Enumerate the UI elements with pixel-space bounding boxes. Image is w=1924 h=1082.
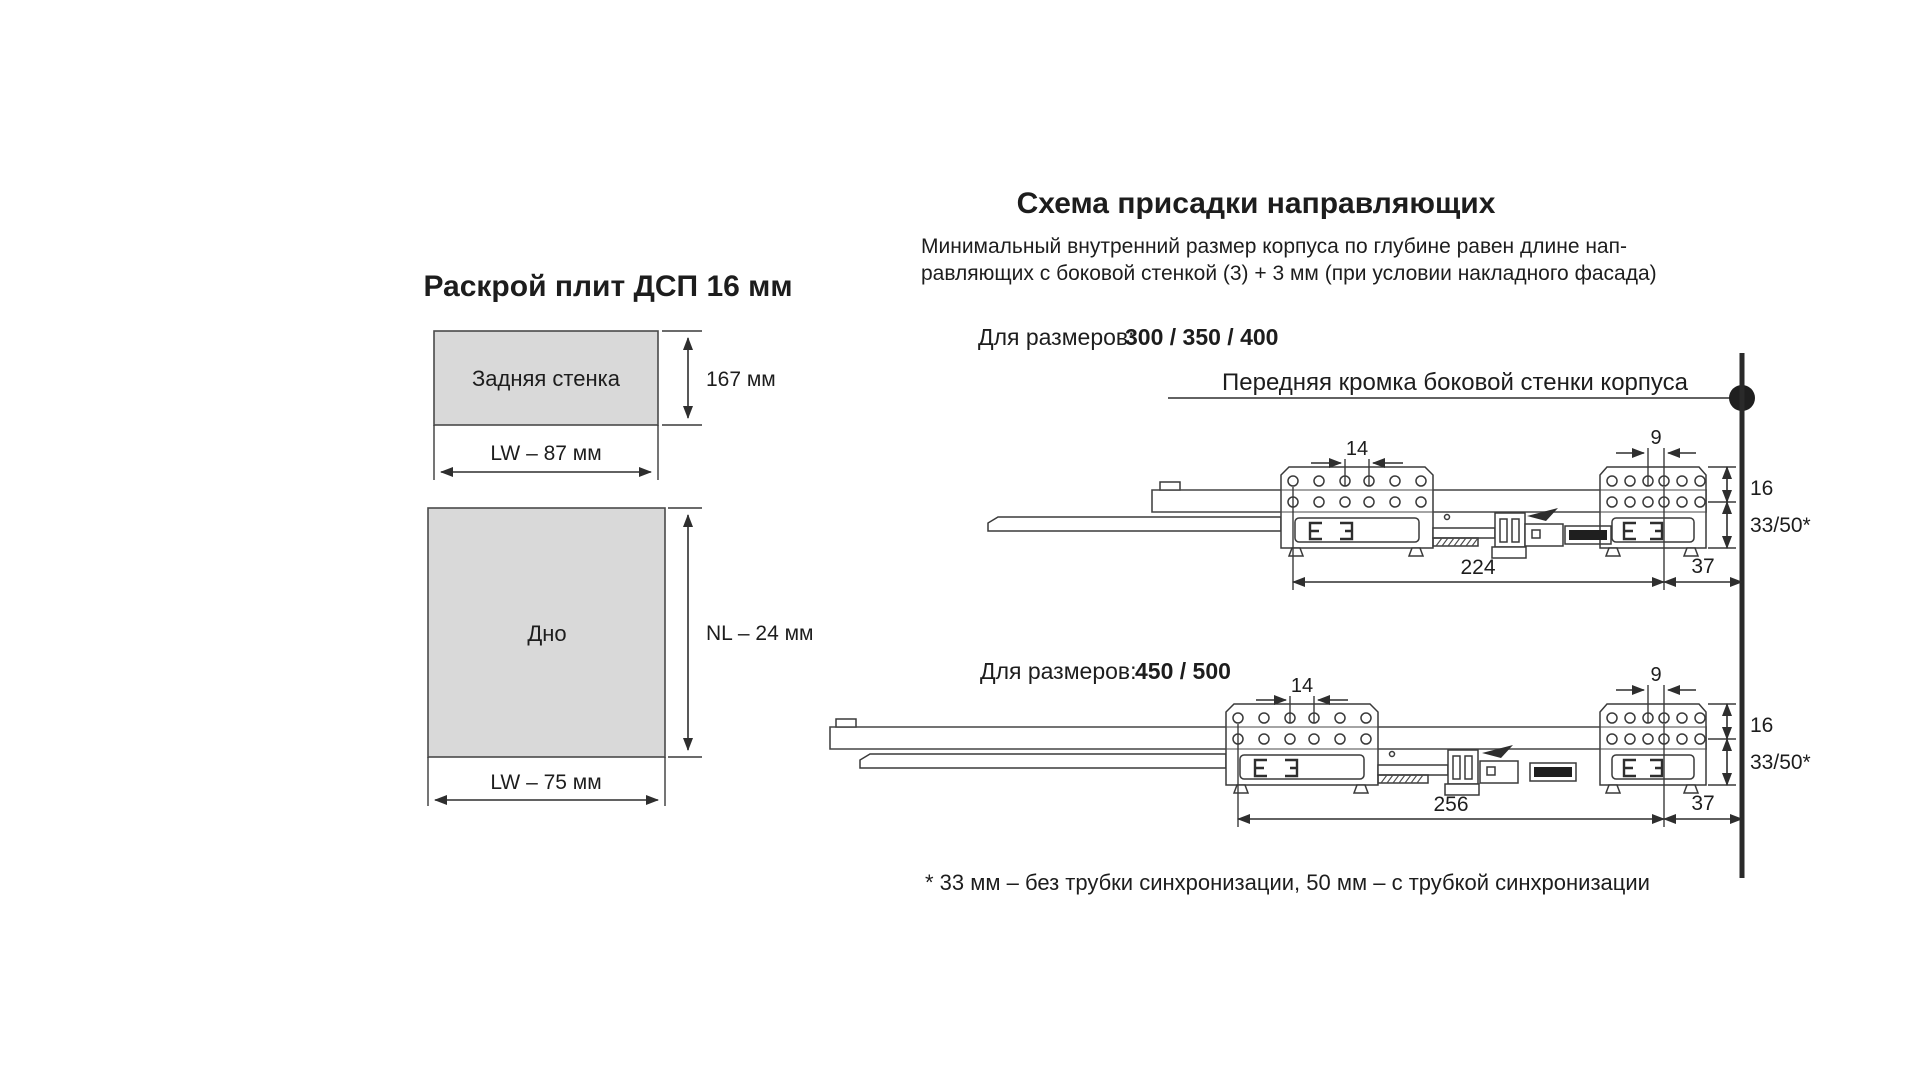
bottom-board-drawing: Дно NL – 24 мм LW – 75 мм: [427, 507, 813, 806]
rail-end-tab: [1159, 481, 1181, 491]
drill-holes: [1232, 712, 1706, 745]
hole-block-rear: [1280, 466, 1434, 549]
slide-drawing-small: 14 9 224 37: [987, 427, 1811, 590]
sizes-large-values: 450 / 500: [1135, 658, 1231, 684]
dim-33-50-label: 33/50*: [1750, 514, 1811, 537]
front-edge-label: Передняя кромка боковой стенки корпуса: [1222, 369, 1689, 396]
dim-vertical-offsets: 16 33/50*: [1708, 703, 1811, 786]
footnote: * 33 мм – без трубки синхронизации, 50 м…: [925, 870, 1650, 895]
dim-224-label: 224: [1460, 556, 1495, 579]
back-wall-width-dim: LW – 87 мм: [490, 442, 601, 465]
hole-block-front: [1599, 703, 1707, 786]
bottom-width-dim: LW – 75 мм: [490, 771, 601, 794]
sync-mechanism: [1432, 508, 1612, 559]
drawer-arm: [859, 753, 1227, 769]
brand-logo-box: [1529, 762, 1577, 782]
drilling-scheme-section: Схема присадки направляющих Минимальный …: [829, 187, 1811, 895]
dim-9-label: 9: [1650, 427, 1661, 449]
dim-14-label: 14: [1291, 675, 1313, 697]
dim-16-label: 16: [1750, 714, 1773, 737]
scheme-title: Схема присадки направляющих: [1017, 187, 1496, 220]
brand-logo-box: [1564, 525, 1612, 545]
latch-arrow: [1527, 508, 1558, 521]
dim-length-row: 224 37: [1292, 487, 1743, 590]
drawer-arm: [987, 516, 1282, 532]
dim-37-label: 37: [1691, 792, 1714, 815]
bottom-board: [427, 507, 666, 758]
sizes-large-prefix: Для размеров:: [980, 658, 1137, 684]
front-edge-reference: Передняя кромка боковой стенки корпуса: [1168, 353, 1755, 878]
dim-hole-pitch-right: 9: [1616, 664, 1696, 723]
dim-hole-pitch: 14: [1311, 438, 1403, 486]
mount-plate: [1611, 754, 1695, 780]
dim-33-50-label: 33/50*: [1750, 751, 1811, 774]
sizes-small-prefix: Для размеров:: [978, 324, 1135, 350]
latch-arrow: [1482, 745, 1513, 758]
mount-plate: [1611, 517, 1695, 543]
dim-hole-pitch-right: 9: [1616, 427, 1696, 486]
dim-16-label: 16: [1750, 477, 1773, 500]
back-wall-label: Задняя стенка: [472, 366, 621, 391]
sync-mechanism: [1377, 745, 1577, 796]
rail-end-tab: [835, 718, 857, 728]
sizes-small-values: 300 / 350 / 400: [1125, 324, 1278, 350]
mount-plate: [1239, 754, 1365, 780]
cutting-layout-section: Раскрой плит ДСП 16 мм Задняя стенка 167…: [423, 270, 813, 806]
dim-vertical-offsets: 16 33/50*: [1708, 466, 1811, 549]
dim-256-label: 256: [1433, 793, 1468, 816]
hole-block-rear: [1225, 703, 1379, 786]
dim-hole-pitch: 14: [1256, 675, 1348, 723]
back-wall-height-dim: 167 мм: [706, 368, 776, 391]
bottom-label: Дно: [527, 621, 566, 646]
mount-plate: [1294, 517, 1420, 543]
slide-drawing-large: 14 9 256 37: [829, 664, 1811, 827]
cutting-title: Раскрой плит ДСП 16 мм: [423, 270, 792, 303]
back-wall-board: [433, 330, 659, 426]
dim-9-label: 9: [1650, 664, 1661, 686]
back-wall-drawing: Задняя стенка 167 мм LW – 87 мм: [433, 330, 776, 480]
hole-block-front: [1599, 466, 1707, 549]
brand-logo: [1569, 530, 1607, 540]
dim-14-label: 14: [1346, 438, 1368, 460]
scheme-description-line1: Минимальный внутренний размер корпуса по…: [921, 235, 1627, 258]
bottom-height-dim: NL – 24 мм: [706, 622, 813, 645]
brand-logo: [1534, 767, 1572, 777]
dim-length-row: 256 37: [1237, 724, 1743, 827]
dim-37-label: 37: [1691, 555, 1714, 578]
scheme-description-line2: равляющих с боковой стенкой (3) + 3 мм (…: [921, 262, 1657, 285]
